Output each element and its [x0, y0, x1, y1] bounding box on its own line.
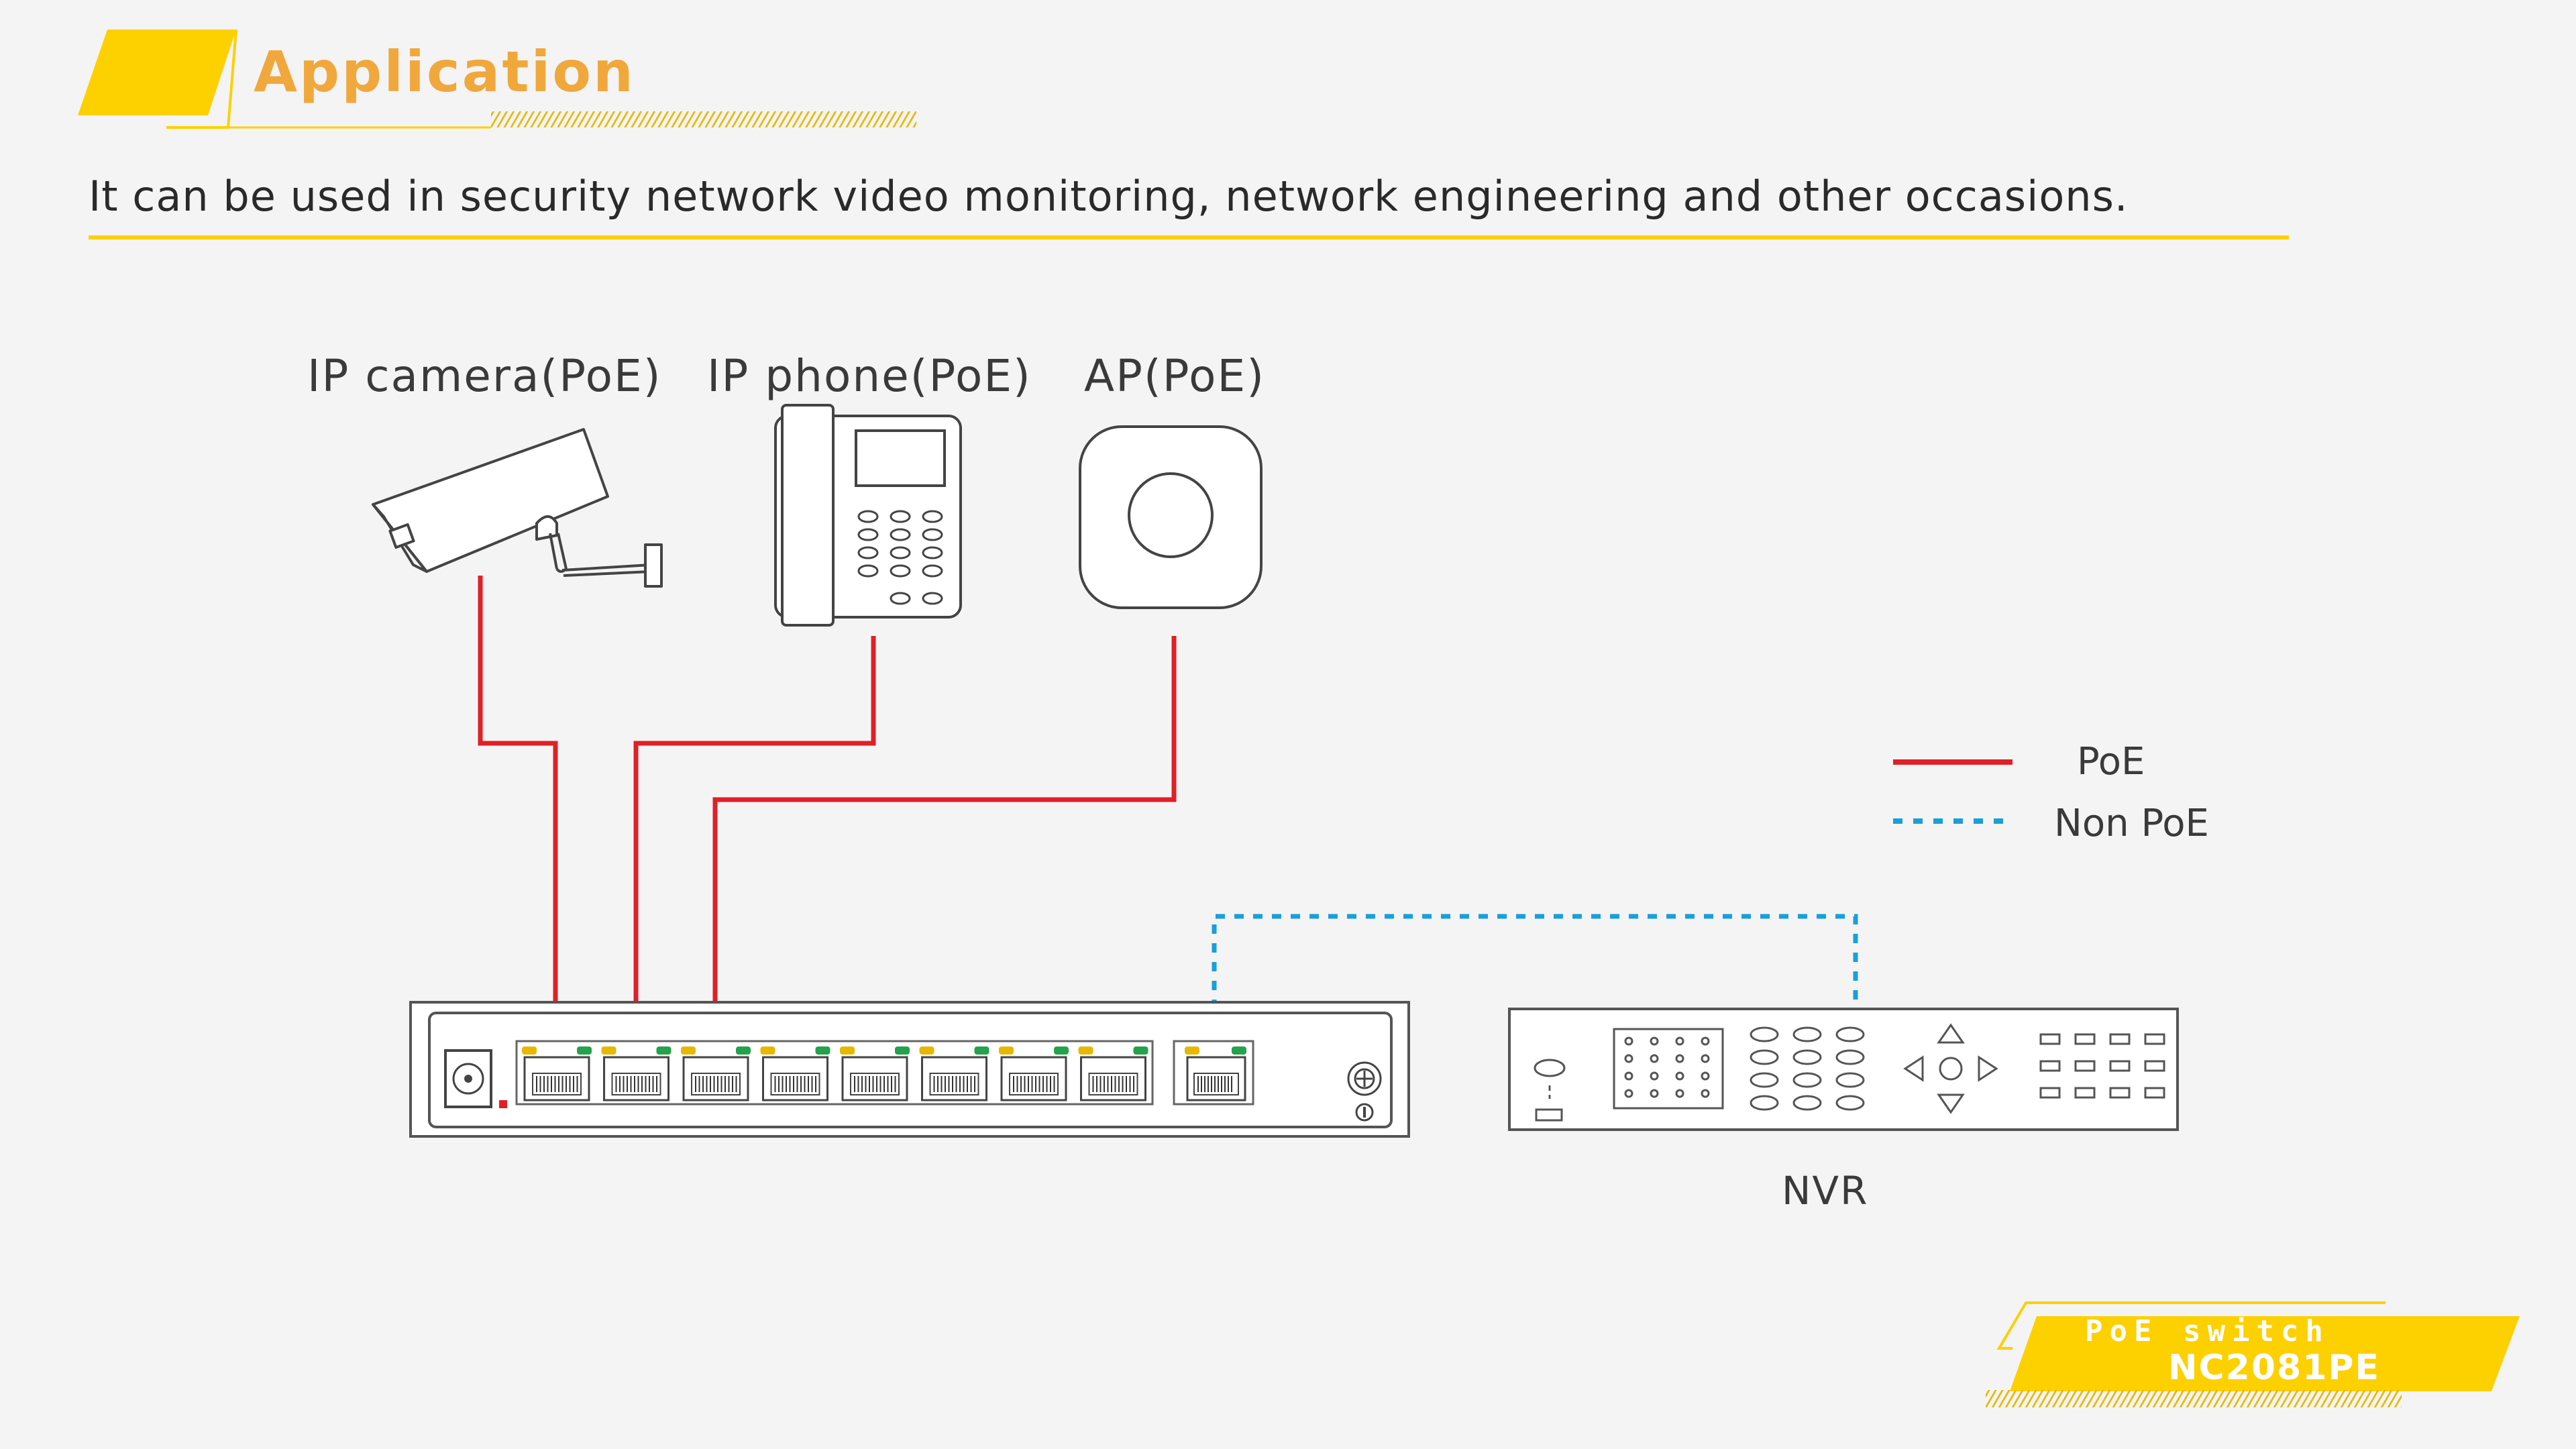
nvr-label: NVR — [1782, 1168, 1869, 1214]
legend-non-poe-label: Non PoE — [2054, 802, 2209, 845]
switch-port-5 — [840, 1046, 910, 1102]
switch-port-3 — [681, 1046, 751, 1102]
page-subtitle: It can be used in security network video… — [89, 172, 2129, 221]
nvr-icon — [1508, 1008, 2179, 1131]
poe-switch-icon — [409, 1001, 1410, 1138]
non-poe-cable — [1212, 914, 1858, 1046]
desk-phone-icon — [774, 404, 962, 627]
switch-port-8 — [1078, 1046, 1148, 1102]
ip-camera-label: IP camera(PoE) — [307, 350, 662, 402]
switch-port-6 — [919, 1046, 989, 1102]
access-point-icon — [1079, 425, 1263, 609]
switch-port-4 — [760, 1046, 830, 1102]
poe-cable-ap — [712, 636, 1177, 1053]
switch-port-1 — [522, 1046, 592, 1102]
footer-product-type: PoE switch — [2085, 1314, 2330, 1348]
ap-label: AP(PoE) — [1084, 350, 1265, 402]
poe-cables — [478, 576, 1177, 1053]
header-banner — [78, 29, 916, 129]
switch-port-2 — [601, 1046, 672, 1102]
ip-phone-label: IP phone(PoE) — [707, 350, 1032, 402]
security-camera-icon — [372, 428, 663, 588]
poe-cable-camera — [478, 576, 558, 1053]
port-uplink — [1185, 1046, 1246, 1102]
page-title: Application — [254, 39, 635, 105]
switch-port-7 — [999, 1046, 1069, 1102]
poe-cable-phone — [633, 636, 876, 1053]
footer-model-number: NC2081PE — [2168, 1348, 2381, 1388]
footer-badge — [1986, 1301, 2520, 1407]
ground-icon — [1347, 1061, 1382, 1122]
legend-poe-label: PoE — [2077, 740, 2145, 784]
